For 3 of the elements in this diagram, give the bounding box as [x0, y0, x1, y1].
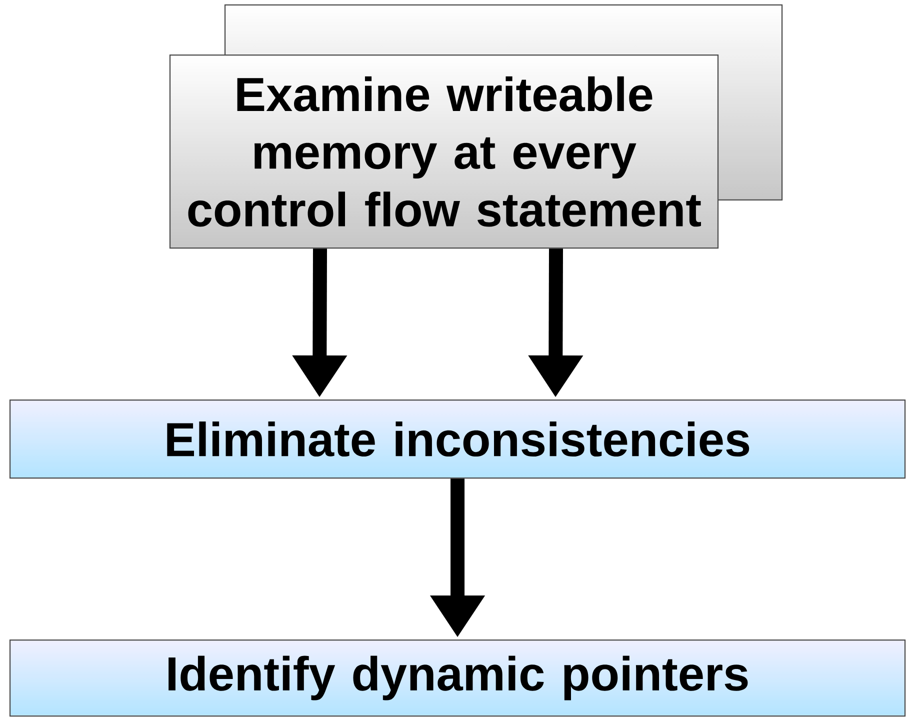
- process-band: Identify dynamic pointers: [9, 639, 906, 717]
- process-box: Examine writeable memory at every control flow statement: [169, 54, 719, 249]
- process-band: Eliminate inconsistencies: [9, 399, 906, 479]
